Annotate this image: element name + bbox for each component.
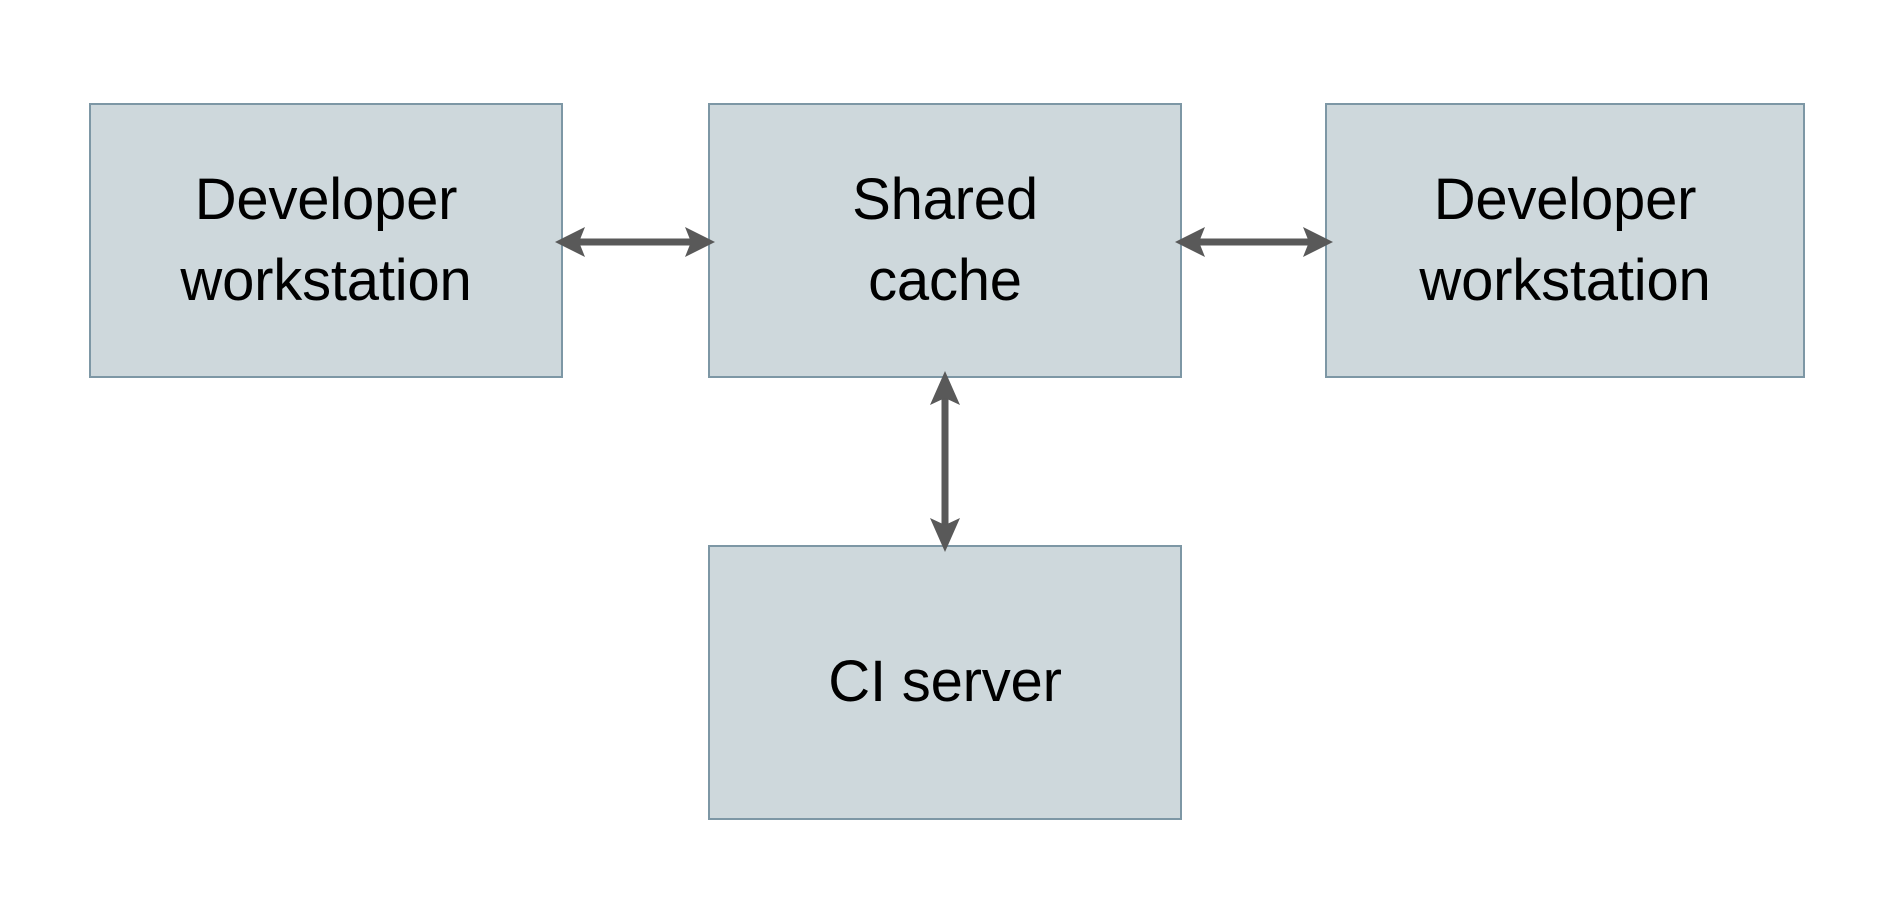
double-arrow-vertical-icon <box>930 371 960 552</box>
edge-shared-cache-to-developer-right[interactable] <box>1175 212 1333 272</box>
double-arrow-horizontal-icon <box>1175 227 1333 257</box>
node-label: Developer workstation <box>1419 167 1711 313</box>
node-developer-workstation-right[interactable]: Developer workstation <box>1325 103 1805 378</box>
node-label: Shared cache <box>852 167 1038 313</box>
node-ci-server[interactable]: CI server <box>708 545 1182 820</box>
edge-developer-left-to-shared-cache[interactable] <box>555 212 715 272</box>
node-label: Developer workstation <box>180 167 472 313</box>
node-shared-cache[interactable]: Shared cache <box>708 103 1182 378</box>
node-label: CI server <box>828 649 1062 715</box>
double-arrow-horizontal-icon <box>555 227 715 257</box>
edge-shared-cache-to-ci-server[interactable] <box>915 371 975 552</box>
node-developer-workstation-left[interactable]: Developer workstation <box>89 103 563 378</box>
